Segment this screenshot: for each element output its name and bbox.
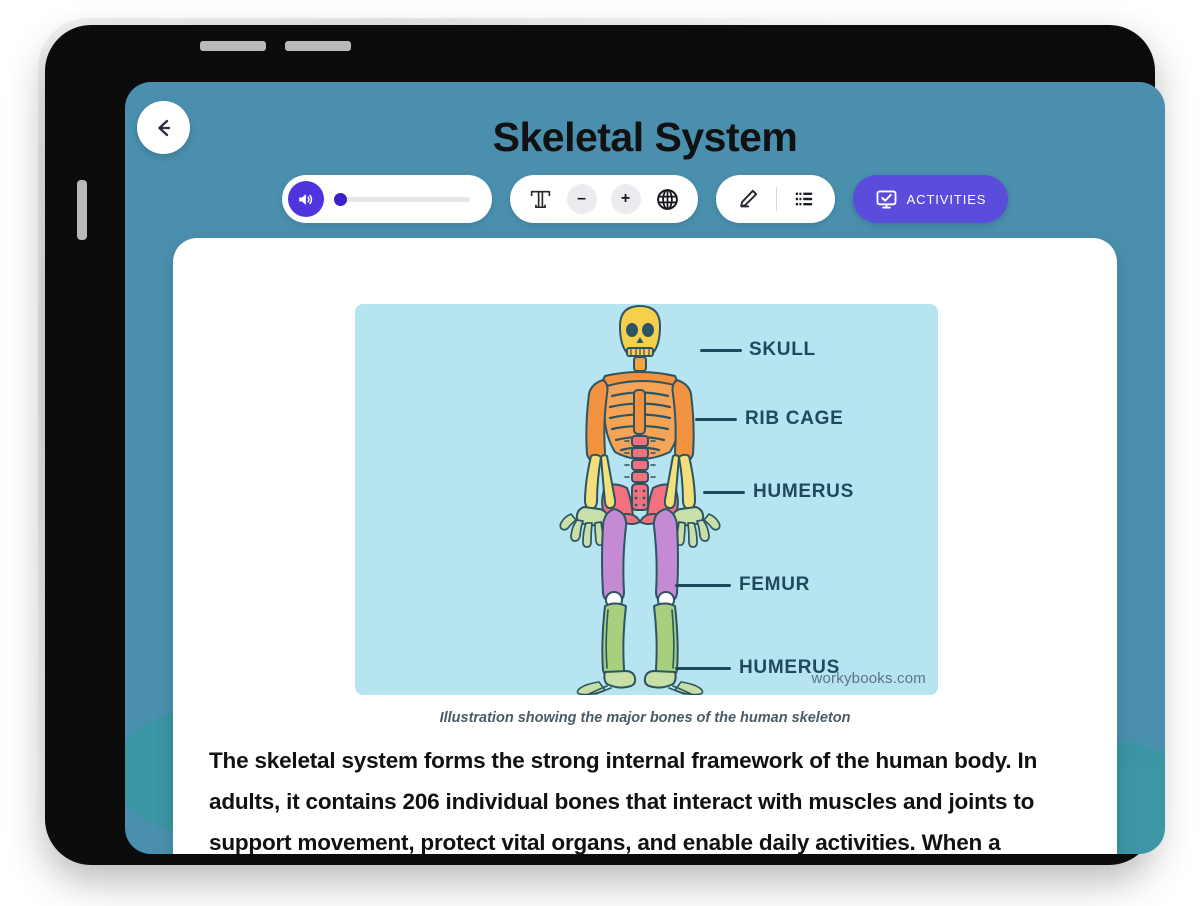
leader-line [675, 584, 731, 587]
arrow-left-icon [157, 119, 170, 136]
activities-label: ACTIVITIES [906, 191, 987, 207]
lesson-body-text: The skeletal system forms the strong int… [209, 748, 1038, 854]
audio-slider-track [337, 196, 470, 202]
bone-label-skull: SKULL [749, 339, 816, 360]
lesson-content-card: SKULL RIB CAGE HUMERUS FEMUR HUMERUS wor… [173, 238, 1117, 854]
bullet-list-icon[interactable] [793, 188, 815, 210]
activities-button[interactable]: ACTIVITIES [852, 175, 1009, 223]
tablet-device-frame: Skeletal System [45, 25, 1165, 865]
font-control-group: – + [509, 175, 698, 223]
leader-line [700, 349, 742, 352]
bone-label-humerus: HUMERUS [753, 481, 854, 502]
illustration-caption: Illustration showing the major bones of … [439, 710, 851, 726]
audio-play-button[interactable] [287, 181, 324, 217]
device-button-top-right[interactable] [285, 41, 351, 51]
back-button[interactable] [137, 101, 190, 154]
watermark-text: workybooks.com [811, 670, 926, 687]
speaker-icon [299, 193, 313, 205]
font-size-decrease-button[interactable]: – [566, 184, 597, 214]
bone-label-rib-cage: RIB CAGE [745, 408, 844, 429]
bone-label-humerus-2: HUMERUS [739, 657, 840, 678]
audio-progress-slider[interactable] [333, 190, 470, 208]
leader-line [695, 418, 737, 421]
audio-slider-thumb[interactable] [333, 192, 347, 206]
device-button-top-left[interactable] [200, 41, 266, 51]
leader-line [675, 667, 731, 670]
bone-label-femur: FEMUR [739, 574, 811, 595]
human-skeleton-figure [559, 305, 721, 695]
page-title: Skeletal System [492, 114, 798, 160]
globe-icon[interactable] [655, 187, 680, 212]
audio-control-group [281, 175, 492, 223]
font-size-increase-button[interactable]: + [610, 184, 641, 214]
text-format-icon[interactable] [528, 187, 553, 212]
leader-line [703, 491, 745, 494]
device-button-side[interactable] [77, 180, 87, 240]
tablet-screen: Skeletal System [125, 82, 1165, 854]
pencil-icon[interactable] [736, 187, 760, 211]
skeleton-illustration: SKULL RIB CAGE HUMERUS FEMUR HUMERUS wor… [355, 304, 938, 695]
monitor-check-icon [876, 190, 897, 208]
toolbar-divider [775, 187, 777, 211]
annotation-control-group [715, 175, 835, 223]
toolbar: – + [125, 175, 1165, 223]
